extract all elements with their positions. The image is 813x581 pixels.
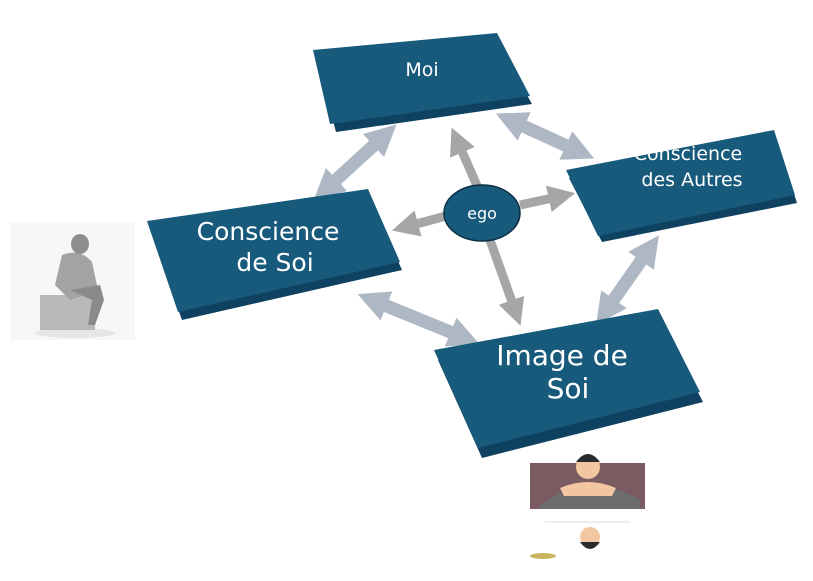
ego-arrow-down (485, 238, 525, 326)
node-image-de-soi-line1: Image de (496, 339, 628, 372)
thinker-statue-icon (10, 222, 135, 340)
link-arrow-image-soi (357, 291, 480, 347)
node-moi: Moi (313, 33, 532, 132)
ego-arrow-right (519, 185, 576, 213)
link-arrow-autres-image (596, 235, 659, 325)
link-arrow-moi-autres (495, 112, 595, 160)
link-arrow-soi-moi (313, 124, 397, 201)
node-conscience-des-autres-line2: des Autres (641, 169, 742, 191)
ego-arrow-up (450, 127, 483, 190)
node-ego-label: ego (467, 204, 497, 223)
node-conscience-de-soi-line1: Conscience (197, 217, 340, 246)
node-ego: ego (443, 184, 521, 242)
node-image-de-soi: Image de Soi (434, 309, 703, 458)
node-conscience-de-soi: Conscience de Soi (147, 189, 402, 320)
node-moi-label: Moi (405, 59, 438, 81)
node-image-de-soi-line2: Soi (547, 372, 590, 405)
node-conscience-des-autres: Conscience des Autres (566, 130, 797, 242)
node-conscience-de-soi-line2: de Soi (236, 248, 313, 277)
ego-arrow-left (391, 210, 448, 237)
node-conscience-des-autres-line1: Conscience (634, 143, 742, 165)
narcissus-reflection-icon (530, 454, 645, 559)
